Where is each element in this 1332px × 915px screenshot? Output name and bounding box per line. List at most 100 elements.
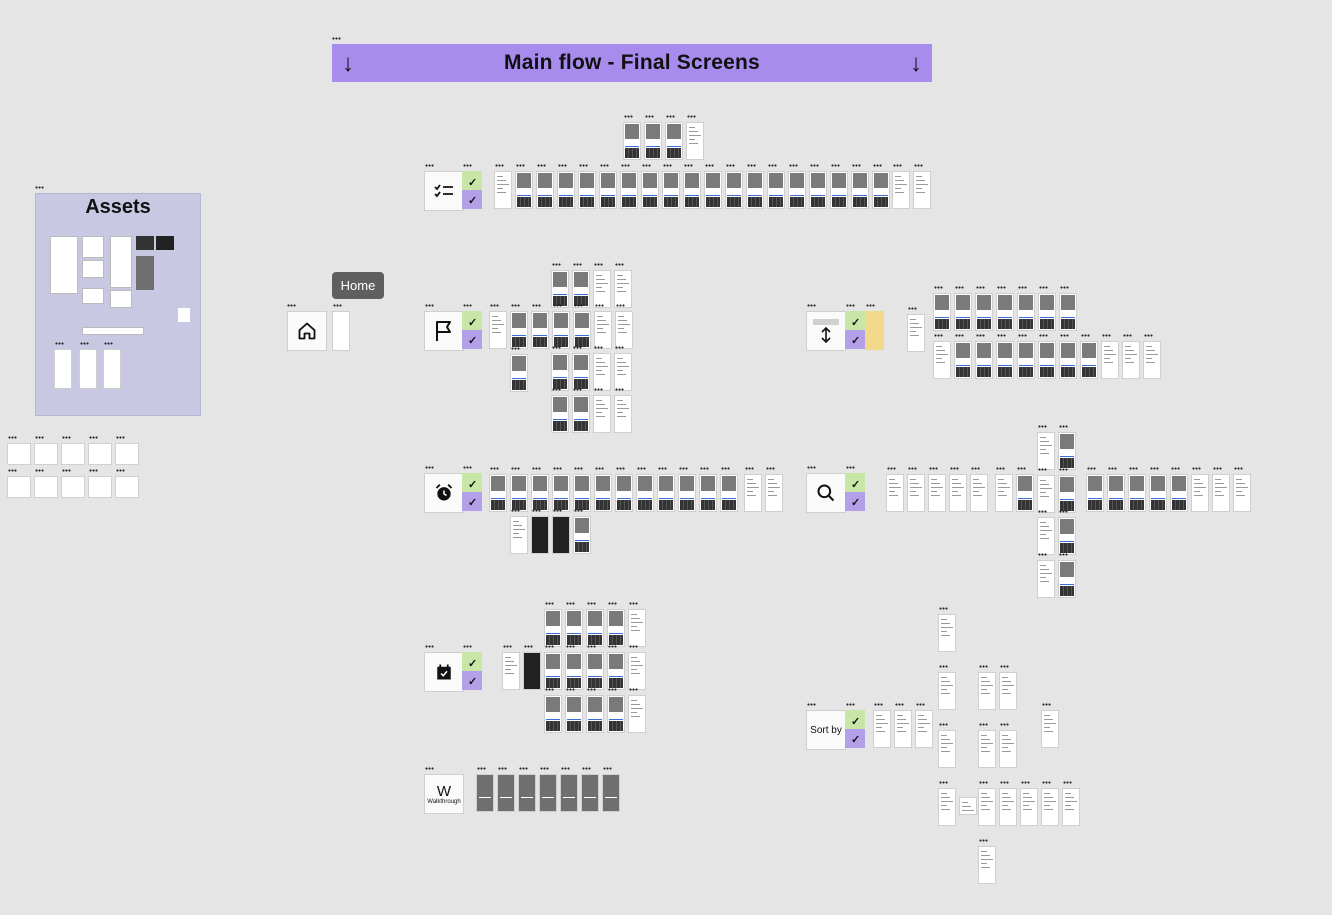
screen-frame[interactable] [586,695,604,733]
screen-frame[interactable] [628,652,646,690]
screen-frame[interactable] [615,311,633,349]
screen-frame[interactable] [1149,474,1167,512]
frame-menu-dots[interactable] [766,467,775,470]
frame-menu-dots[interactable] [603,767,612,770]
screen-frame[interactable] [641,171,659,209]
screen-frame[interactable] [765,474,783,512]
screen-frame[interactable] [1086,474,1104,512]
screen-frame[interactable] [999,730,1017,768]
screen-frame[interactable] [599,171,617,209]
frame-menu-dots[interactable] [511,347,520,350]
screen-frame[interactable] [928,474,946,512]
frame-menu-dots[interactable] [516,164,525,167]
frame-menu-dots[interactable] [1059,425,1068,428]
frame-menu-dots[interactable] [545,688,554,691]
frame-menu-dots[interactable] [595,467,604,470]
frame-menu-dots[interactable] [35,436,44,439]
screen-frame[interactable] [1058,517,1076,555]
frame-menu-dots[interactable] [934,286,943,289]
frame-menu-dots[interactable] [511,509,520,512]
frame-menu-dots[interactable] [511,304,520,307]
frame-menu-dots[interactable] [1123,334,1132,337]
screen-frame[interactable] [551,270,569,308]
frame-menu-dots[interactable] [679,467,688,470]
frame-menu-dots[interactable] [608,645,617,648]
frame-menu-dots[interactable] [789,164,798,167]
frame-menu-dots[interactable] [745,467,754,470]
screen-frame[interactable] [1143,341,1161,379]
frame-menu-dots[interactable] [595,304,604,307]
frame-menu-dots[interactable] [852,164,861,167]
frame-menu-dots[interactable] [582,767,591,770]
screen-frame[interactable] [699,474,717,512]
sticky-note[interactable] [865,311,884,350]
frame-menu-dots[interactable] [955,286,964,289]
screen-frame[interactable] [607,609,625,647]
frame-menu-dots[interactable] [705,164,714,167]
screen-frame[interactable] [544,695,562,733]
frame-menu-dots[interactable] [747,164,756,167]
screen-frame[interactable] [1107,474,1125,512]
status-badge-stack[interactable]: ✓✓ [462,171,482,209]
frame-menu-dots[interactable] [887,467,896,470]
screen-frame[interactable] [999,672,1017,710]
frame-menu-dots[interactable] [425,645,434,648]
frame-menu-dots[interactable] [1039,286,1048,289]
screen-frame[interactable] [594,474,612,512]
screen-frame[interactable] [938,788,956,826]
screen-frame[interactable] [593,353,611,391]
frame-menu-dots[interactable] [332,37,341,40]
frame-menu-dots[interactable] [939,723,948,726]
frame-menu-dots[interactable] [35,469,44,472]
frame-menu-dots[interactable] [1059,553,1068,556]
frame-menu-dots[interactable] [532,467,541,470]
logo-chip[interactable] [7,476,31,498]
frame-menu-dots[interactable] [807,304,816,307]
frame-menu-dots[interactable] [503,645,512,648]
frame-menu-dots[interactable] [552,388,561,391]
frame-menu-dots[interactable] [1102,334,1111,337]
frame-menu-dots[interactable] [477,767,486,770]
frame-menu-dots[interactable] [594,346,603,349]
frame-menu-dots[interactable] [846,703,855,706]
screen-frame[interactable] [996,341,1014,379]
frame-menu-dots[interactable] [939,607,948,610]
screen-frame[interactable] [809,171,827,209]
screen-frame[interactable] [996,293,1014,331]
frame-menu-dots[interactable] [934,334,943,337]
logo-chip[interactable] [61,443,85,465]
frame-menu-dots[interactable] [425,164,434,167]
frame-menu-dots[interactable] [511,467,520,470]
frame-menu-dots[interactable] [615,388,624,391]
screen-frame[interactable] [572,395,590,433]
screen-frame[interactable] [907,314,925,352]
frame-menu-dots[interactable] [939,781,948,784]
screen-frame[interactable] [607,695,625,733]
frame-menu-dots[interactable] [908,467,917,470]
frame-menu-dots[interactable] [608,602,617,605]
screen-frame[interactable] [594,311,612,349]
screen-frame[interactable] [510,311,528,349]
status-badge-stack[interactable]: ✓✓ [462,311,482,349]
screen-frame[interactable] [978,730,996,768]
frame-menu-dots[interactable] [8,469,17,472]
screen-frame[interactable] [544,609,562,647]
screen-frame[interactable] [560,774,578,812]
status-badge-stack[interactable]: ✓✓ [845,710,865,748]
screen-frame[interactable] [557,171,575,209]
screen-frame[interactable] [544,652,562,690]
screen-frame[interactable] [1037,432,1055,470]
frame-menu-dots[interactable] [594,388,603,391]
frame-menu-dots[interactable] [495,164,504,167]
alarm-card[interactable] [424,473,464,513]
frame-menu-dots[interactable] [573,388,582,391]
screen-frame[interactable] [1058,560,1076,598]
screen-frame[interactable] [999,788,1017,826]
frame-menu-dots[interactable] [425,466,434,469]
frame-menu-dots[interactable] [1021,781,1030,784]
screen-frame[interactable] [593,270,611,308]
frame-menu-dots[interactable] [35,186,44,189]
frame-menu-dots[interactable] [874,703,883,706]
screen-frame[interactable] [593,395,611,433]
screen-frame[interactable] [746,171,764,209]
